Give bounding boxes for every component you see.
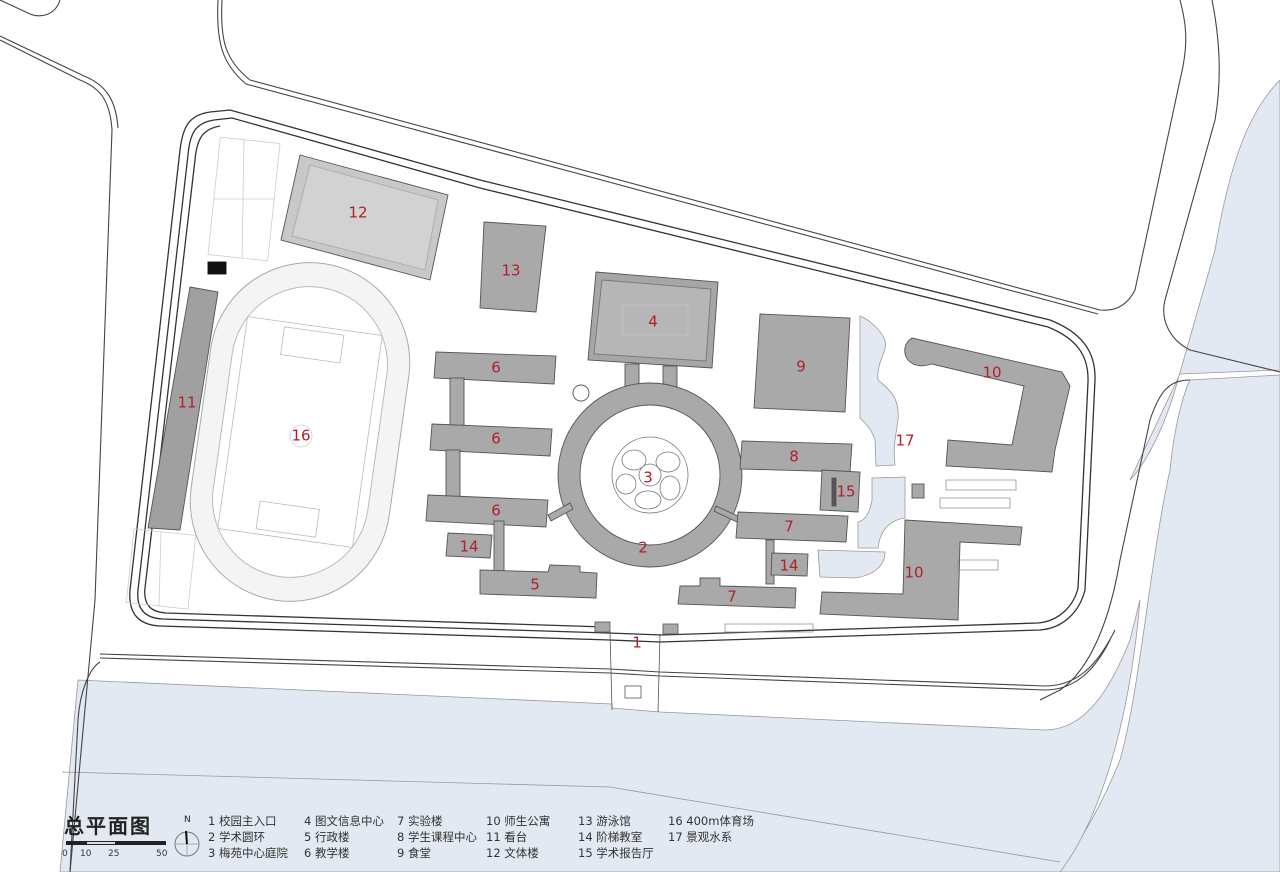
building-6-c <box>425 494 549 528</box>
building-label: 3 <box>643 469 653 487</box>
building-7-a <box>735 511 849 543</box>
legend-item: 5 行政楼 <box>304 830 350 844</box>
building-label: 14 <box>779 557 798 575</box>
north-arrow-icon: N <box>174 815 208 865</box>
building-15 <box>819 469 861 513</box>
building-6-b <box>429 423 553 457</box>
legend-item: 1 校园主入口 <box>208 814 277 828</box>
legend-column: 7 实验楼 8 学生课程中心 9 食堂 <box>397 813 477 861</box>
basketball-courts <box>125 136 281 610</box>
building-11 <box>147 286 219 531</box>
legend-column: 1 校园主入口 2 学术圆环 3 梅苑中心庭院 <box>208 813 288 861</box>
scale-ticks: 0 10 25 50 <box>62 849 168 859</box>
legend-item: 14 阶梯教室 <box>578 830 643 844</box>
legend-item: 6 教学楼 <box>304 846 350 860</box>
building-label: 6 <box>491 502 501 520</box>
building-14-b <box>770 552 809 577</box>
building-7-b <box>677 577 797 609</box>
building-label: 7 <box>784 518 794 536</box>
buildings <box>147 154 1071 621</box>
water-canal <box>59 79 1280 872</box>
plan-title: 总平面图 <box>64 814 152 838</box>
building-10-a <box>904 337 1071 473</box>
building-label: 5 <box>530 576 540 594</box>
building-label: 1 <box>632 634 642 652</box>
building-label: 15 <box>836 483 855 501</box>
parking <box>724 479 1017 633</box>
building-label: 9 <box>796 358 806 376</box>
building-6-a <box>433 351 557 385</box>
legend-item: 7 实验楼 <box>397 814 443 828</box>
legend-item: 2 学术圆环 <box>208 830 265 844</box>
legend-item: 12 文体楼 <box>486 846 539 860</box>
building-5 <box>479 564 598 599</box>
legend-item: 13 游泳馆 <box>578 814 631 828</box>
building-label: 8 <box>789 448 799 466</box>
legend-column: 4 图文信息中心 5 行政楼 6 教学楼 <box>304 813 384 861</box>
stadium-400m <box>189 262 411 602</box>
legend-item: 16 400m体育场 <box>668 814 754 828</box>
legend-item: 17 景观水系 <box>668 830 733 844</box>
building-label: 10 <box>904 564 923 582</box>
legend-item: 15 学术报告厅 <box>578 846 654 860</box>
legend-column: 16 400m体育场 17 景观水系 <box>668 813 754 845</box>
building-label: 11 <box>177 394 196 412</box>
legend-item: 9 食堂 <box>397 846 431 860</box>
building-label: 6 <box>491 430 501 448</box>
legend-item: 3 梅苑中心庭院 <box>208 846 288 860</box>
building-label: 2 <box>638 539 648 557</box>
building-13 <box>479 221 547 313</box>
building-label: 12 <box>348 204 367 222</box>
legend-item: 8 学生课程中心 <box>397 830 477 844</box>
campus-boundary <box>129 109 1096 643</box>
building-label: 7 <box>727 588 737 606</box>
legend-column: 13 游泳馆 14 阶梯教室 15 学术报告厅 <box>578 813 654 861</box>
building-label: 17 <box>895 432 914 450</box>
legend-item: 10 师生公寓 <box>486 814 551 828</box>
building-9 <box>753 313 851 413</box>
landscape-water <box>817 315 906 579</box>
legend: 总平面图 0 10 25 50 N 1 校园主入口 2 学术圆环 3 梅苑中心庭院 4… <box>62 805 962 870</box>
building-label: 6 <box>491 359 501 377</box>
scale-bar <box>66 841 166 845</box>
legend-column: 10 师生公寓 11 看台 12 文体楼 <box>486 813 550 861</box>
legend-item: 11 看台 <box>486 830 528 844</box>
building-label: 16 <box>291 427 310 445</box>
building-10-b <box>819 519 1023 621</box>
building-label: 13 <box>501 262 520 280</box>
main-entrance <box>594 621 679 713</box>
building-label: 10 <box>982 364 1001 382</box>
legend-item: 4 图文信息中心 <box>304 814 384 828</box>
building-label: 4 <box>648 313 658 331</box>
building-14-a <box>445 532 493 559</box>
building-label: 14 <box>459 538 478 556</box>
